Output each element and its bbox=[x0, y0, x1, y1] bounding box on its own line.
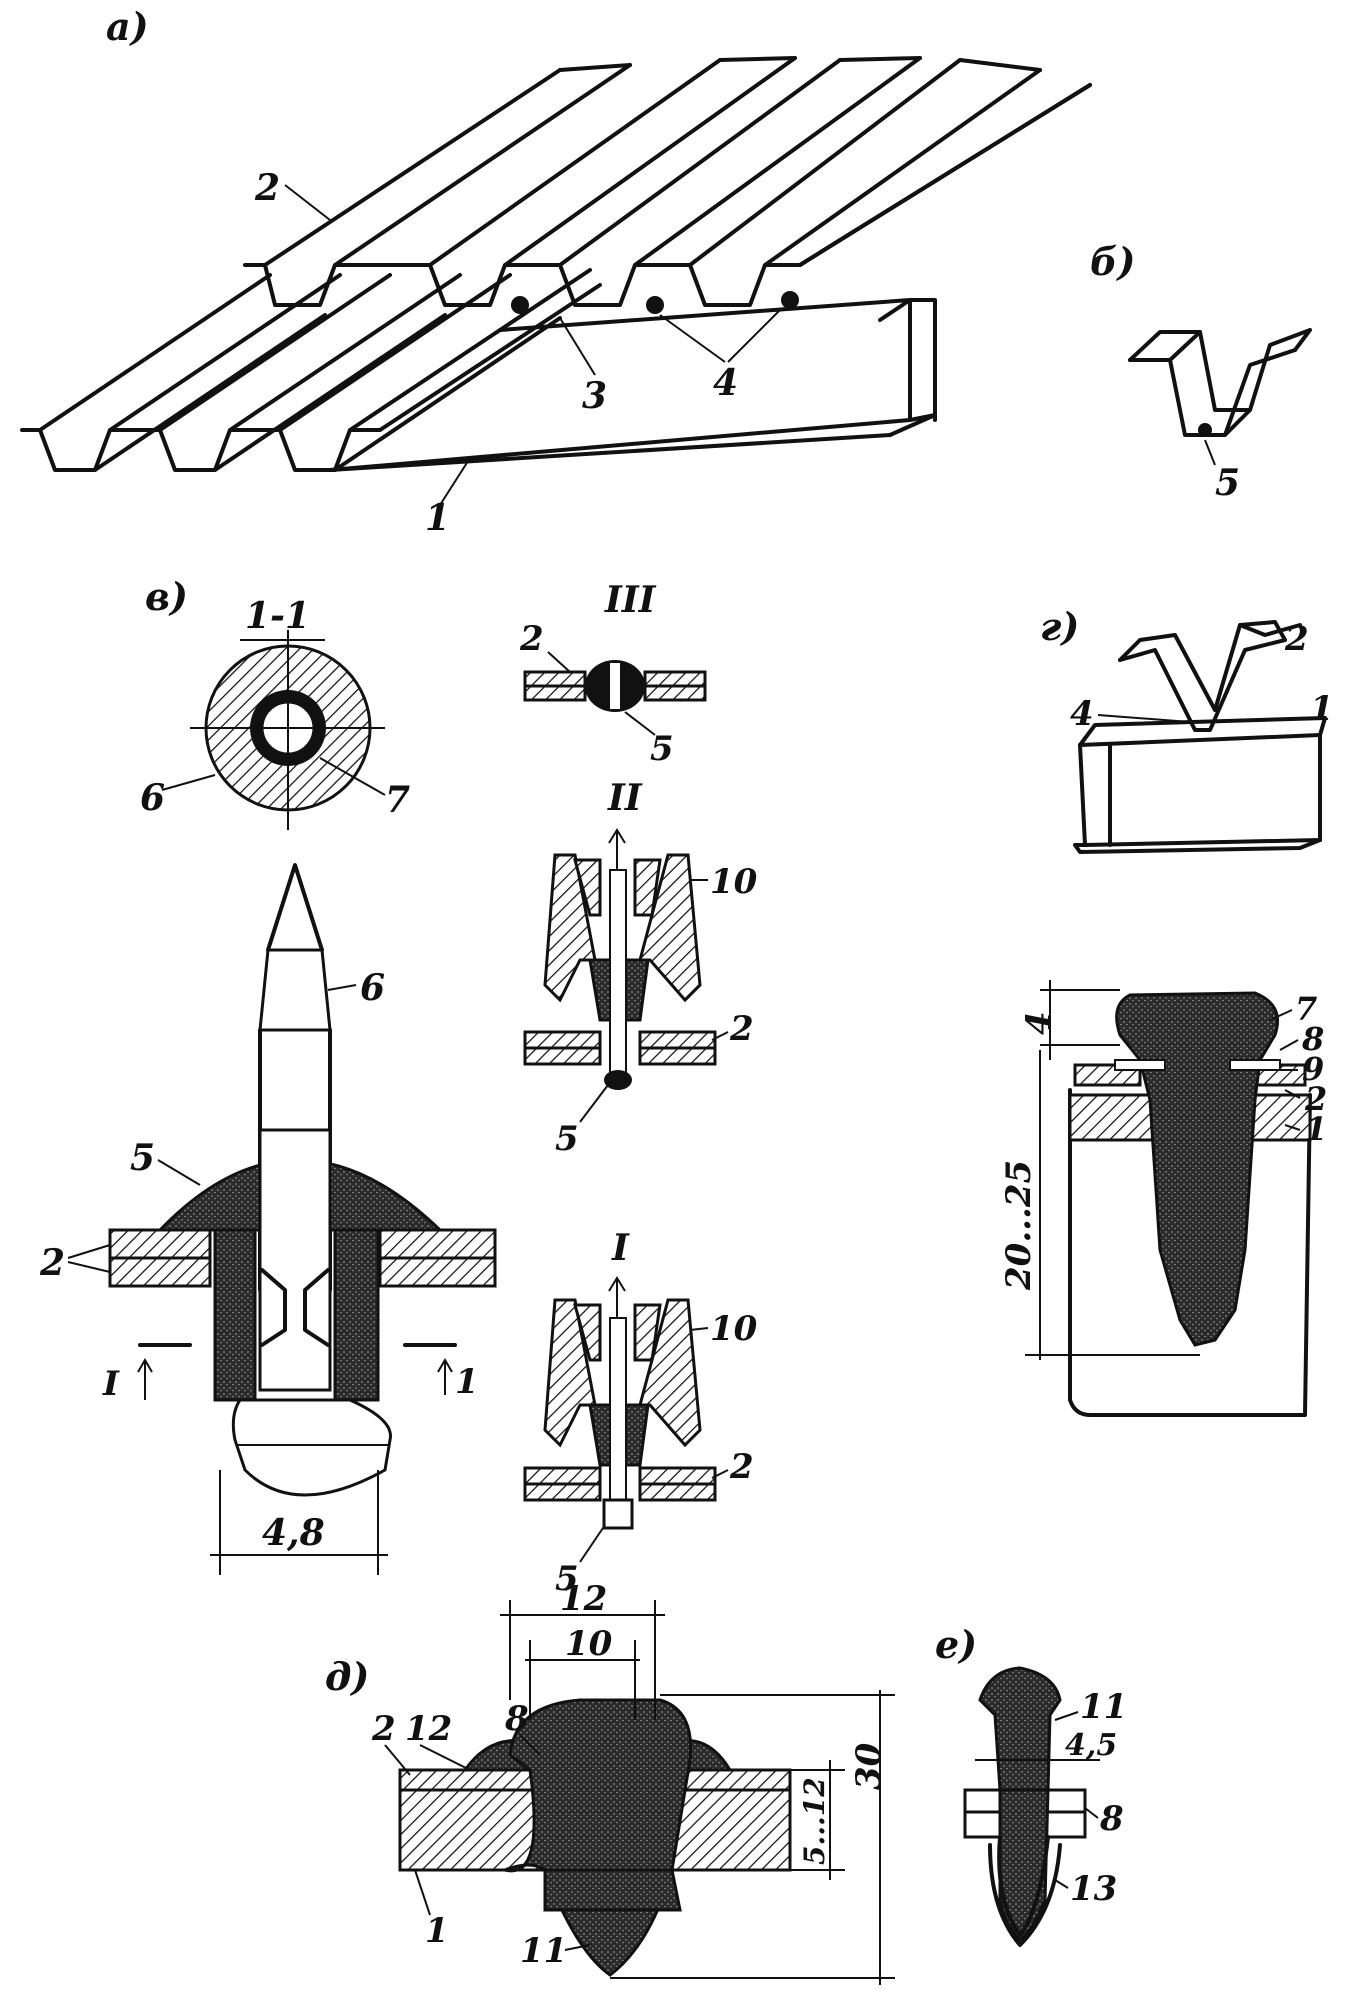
sheet-right-bottom bbox=[378, 1256, 497, 1288]
panel-a-decking-over-beam: а) bbox=[20, 4, 1092, 539]
callout-12-d: 12 bbox=[405, 1709, 452, 1749]
dim-g-length: 20...25 bbox=[999, 1160, 1039, 1291]
callout-2-g-iso: 2 bbox=[1284, 619, 1309, 659]
callout-4: 4 bbox=[713, 362, 738, 404]
callout-1-g-iso: 1 bbox=[1310, 689, 1334, 729]
dim-d-depth: 5...12 bbox=[798, 1777, 831, 1865]
dim-e-dia: 4,5 bbox=[1065, 1728, 1117, 1763]
sleeve-right bbox=[333, 1228, 380, 1402]
rivet-dot-3 bbox=[781, 291, 799, 309]
callout-2-g: 2 bbox=[1304, 1080, 1327, 1118]
mandrel-head bbox=[231, 1398, 392, 1497]
sleeve-left bbox=[213, 1228, 257, 1402]
callout-5-rivet: 5 bbox=[130, 1137, 155, 1179]
rivet-elevation: 6 I 1 5 2 bbox=[39, 863, 497, 1575]
dim-d-outer: 12 bbox=[560, 1579, 607, 1619]
section-II-label: II bbox=[607, 777, 643, 819]
panel-g-label: г) bbox=[1040, 604, 1079, 649]
dim-g-head: 4 bbox=[1019, 1011, 1059, 1035]
callout-2-rivet: 2 bbox=[39, 1242, 65, 1284]
rivet-dot-2 bbox=[646, 296, 664, 314]
callout-6-section: 6 bbox=[140, 777, 165, 819]
section-III-label: III bbox=[604, 579, 657, 621]
corrugated-sheet-upper bbox=[243, 56, 1092, 307]
callout-6: 6 bbox=[360, 967, 385, 1009]
rivet-stage-I: I 10 2 5 bbox=[523, 1227, 758, 1599]
callout-8-g: 8 bbox=[1301, 1020, 1324, 1058]
callout-5-II: 5 bbox=[555, 1119, 579, 1159]
g-dowel-section: 4 20...25 7 8 9 2 1 bbox=[999, 980, 1327, 1417]
callout-10-II: 10 bbox=[710, 862, 758, 902]
rivet-dot-1 bbox=[511, 296, 529, 314]
e-pin-head bbox=[978, 1666, 1062, 1792]
section-1-1-label: 1-1 bbox=[245, 595, 310, 637]
panel-v-label: в) bbox=[145, 574, 188, 619]
callout-8-e: 8 bbox=[1099, 1799, 1124, 1839]
callout-1-d: 1 bbox=[425, 1911, 449, 1951]
callout-13-e: 13 bbox=[1070, 1869, 1117, 1909]
sheet-left-top bbox=[108, 1228, 212, 1260]
callout-11-e: 11 bbox=[1080, 1687, 1127, 1727]
panel-d-label: д) bbox=[325, 1654, 369, 1699]
corrugated-sheet-lower bbox=[20, 268, 602, 472]
callout-2: 2 bbox=[254, 167, 280, 209]
callout-5-I: 5 bbox=[555, 1559, 579, 1599]
sheet-left-bottom bbox=[108, 1256, 212, 1288]
g-dowel-body bbox=[1115, 991, 1279, 1347]
sheet-right-top bbox=[378, 1228, 497, 1260]
section-mark-right: 1 bbox=[455, 1362, 479, 1402]
dim-rivet-head: 4,8 bbox=[262, 1512, 325, 1554]
rivet-dot-b bbox=[1198, 423, 1212, 437]
dim-d-total: 30 bbox=[849, 1742, 889, 1790]
rivet-stage-II: II 10 2 5 bbox=[523, 777, 758, 1159]
section-I-label: I bbox=[611, 1227, 630, 1269]
callout-2-III: 2 bbox=[519, 619, 544, 659]
callout-2-I: 2 bbox=[729, 1447, 754, 1487]
panel-g-dowel-fastening: г) 2 1 4 4 bbox=[999, 604, 1334, 1417]
panel-v-blind-rivet: в) 1-1 6 7 6 bbox=[39, 574, 758, 1599]
callout-7-g: 7 bbox=[1295, 990, 1317, 1028]
callout-2-d: 2 bbox=[371, 1709, 396, 1749]
panel-e-pin: е) 4,5 11 8 13 bbox=[935, 1622, 1127, 1947]
callout-8-d: 8 bbox=[504, 1699, 529, 1739]
panel-e-label: е) bbox=[935, 1622, 977, 1667]
steel-beam bbox=[328, 298, 937, 472]
panel-d-screw-fastening: д) 12 10 30 5...12 2 12 8 1 11 bbox=[325, 1579, 895, 1985]
g-isometric: 2 1 4 bbox=[1070, 619, 1334, 854]
callout-11-d: 11 bbox=[520, 1931, 567, 1971]
section-1-1: 1-1 6 7 bbox=[140, 595, 410, 830]
callout-10-I: 10 bbox=[710, 1309, 758, 1349]
callout-5-b: 5 bbox=[1215, 462, 1240, 504]
rivet-stage-III: III 2 5 bbox=[519, 579, 707, 769]
callout-4-g-iso: 4 bbox=[1070, 694, 1094, 734]
callout-2-II: 2 bbox=[729, 1009, 754, 1049]
panel-b-label: б) bbox=[1090, 239, 1135, 284]
section-mark-left: I bbox=[102, 1364, 120, 1404]
callout-9-g: 9 bbox=[1302, 1050, 1324, 1088]
callout-1-g: 1 bbox=[1305, 1110, 1327, 1148]
callout-7-section: 7 bbox=[385, 779, 410, 821]
panel-a-label: а) bbox=[106, 4, 149, 49]
callout-3: 3 bbox=[582, 375, 607, 417]
callout-5-III: 5 bbox=[650, 729, 674, 769]
callout-1: 1 bbox=[425, 497, 450, 539]
dim-d-inner: 10 bbox=[565, 1624, 613, 1664]
panel-b-sheet-fragment: б) 5 bbox=[1090, 239, 1312, 504]
